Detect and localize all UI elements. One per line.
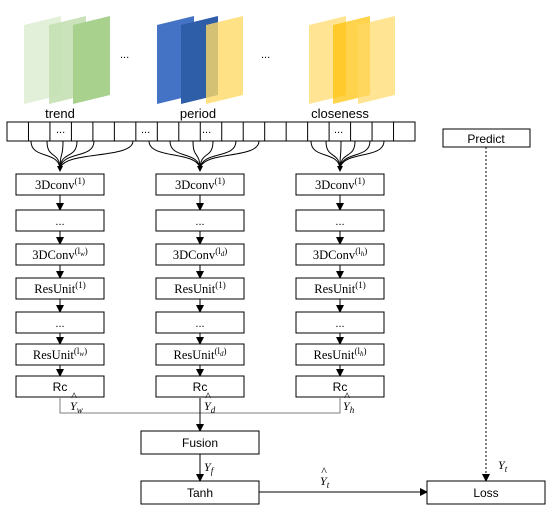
fan-curve	[199, 140, 260, 171]
loss-label: Loss	[473, 486, 498, 500]
closeness-label: closeness	[311, 106, 369, 121]
middle-res-last-label: ResUnit(ld)	[174, 346, 227, 362]
frames-ellipsis-2: ...	[261, 49, 270, 61]
fan-curve	[59, 140, 95, 171]
right-res-last-label: ResUnit(lh)	[314, 346, 367, 362]
hat-t: ^	[321, 464, 327, 478]
strip-ellipsis-3: ...	[202, 124, 211, 136]
strip-ellipsis-4: ...	[334, 124, 343, 136]
fan-arrowhead	[337, 166, 343, 172]
right-dots-label: ...	[335, 216, 344, 228]
middle-rc-box	[155, 375, 245, 398]
hat-d: ^	[205, 389, 211, 403]
left-res-last-label: ResUnit(lw)	[33, 346, 87, 362]
period-frame	[206, 16, 243, 104]
fan-curve	[310, 140, 341, 171]
trend-frame	[73, 16, 110, 104]
y-hat-t: Yt	[320, 474, 330, 490]
input-cell-strip	[6, 121, 416, 142]
left-conv-last-label: 3DConv(lw)	[32, 246, 88, 262]
tanh-label: Tanh	[187, 486, 213, 500]
left-dots-label: ...	[55, 216, 64, 228]
middle-rc-label: Rc	[193, 380, 208, 394]
closeness-frames	[309, 16, 395, 104]
strip-ellipsis-1: ...	[56, 124, 65, 136]
right-rc-box	[295, 375, 385, 398]
fan-curve	[339, 140, 385, 171]
right-conv-first-label: 3Dconv(1)	[315, 176, 365, 192]
right-rc-label: Rc	[333, 380, 348, 394]
fan-in-connectors	[30, 140, 385, 172]
columns: 3Dconv(1)... 3DConv(lw) ResUnit(1)... ResUn…	[15, 173, 385, 398]
right-res-first-label: ResUnit(1)	[314, 280, 365, 296]
middle-res-first-label: ResUnit(1)	[174, 280, 225, 296]
fan-curve	[199, 140, 214, 171]
middle-conv-first-label: 3Dconv(1)	[175, 176, 225, 192]
y-hat-d: Yd	[204, 399, 216, 415]
fan-arrowhead	[57, 166, 63, 172]
strip-ellipsis-2: ...	[141, 124, 150, 136]
y-t: Yt	[498, 458, 508, 474]
hat-w: ^	[71, 389, 77, 403]
closeness-frame	[358, 16, 395, 104]
left-conv-first-label: 3Dconv(1)	[35, 176, 85, 192]
y-hat-w: Yw	[70, 399, 83, 415]
trend-label: trend	[45, 106, 75, 121]
fan-arrowhead	[197, 166, 203, 172]
left-rc-label: Rc	[53, 380, 68, 394]
left-dots-label: ...	[55, 318, 64, 330]
left-res-first-label: ResUnit(1)	[34, 280, 85, 296]
fan-curve	[169, 140, 201, 171]
fan-curve	[46, 140, 61, 171]
loss-box	[426, 480, 546, 505]
right-dots-label: ...	[335, 318, 344, 330]
right-conv-last-label: 3DConv(lh)	[313, 246, 367, 262]
middle-conv-last-label: 3DConv(ld)	[173, 246, 227, 262]
fan-curve	[59, 140, 134, 171]
strip-border	[6, 121, 416, 142]
frames-ellipsis-1: ...	[120, 49, 129, 61]
hat-h: ^	[344, 389, 350, 403]
fusion-label: Fusion	[182, 436, 218, 450]
period-label: period	[180, 106, 216, 121]
fan-curve	[30, 140, 61, 171]
y-f: Yf	[204, 460, 215, 476]
fan-curve	[148, 140, 201, 171]
y-hat-h: Yh	[343, 399, 355, 415]
middle-dots-label: ...	[195, 318, 204, 330]
trend-frames	[24, 16, 110, 104]
middle-dots-label: ...	[195, 216, 204, 228]
predict-label: Predict	[467, 132, 505, 146]
left-rc-box	[15, 375, 105, 398]
period-frames	[157, 16, 243, 104]
